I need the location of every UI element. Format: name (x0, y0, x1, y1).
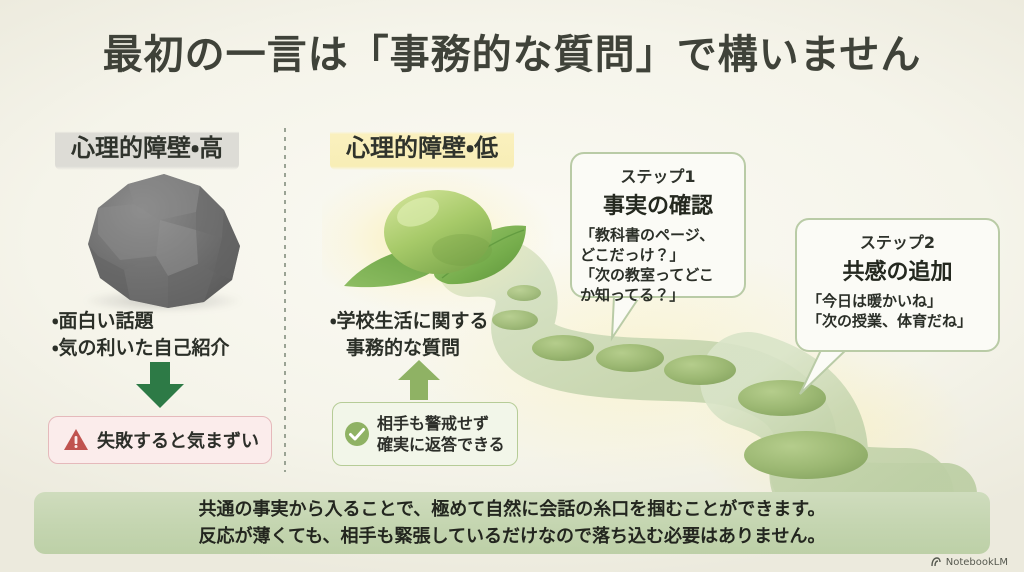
right-bullet-1: ・学校生活に関する (330, 310, 489, 332)
page-title: 最初の一言は「事務的な質問」で構いません (102, 32, 922, 78)
left-bullet-2: ・気の利いた自己紹介 (52, 336, 230, 359)
right-result-label: 相手も警戒せず 確実に返答できる (377, 413, 505, 455)
callout-step-1: ステップ1 事実の確認 「教科書のページ、 どこだっけ？」 「次の教室ってどこ … (570, 152, 746, 304)
down-arrow-icon (136, 362, 184, 408)
right-result-line2: 確実に返答できる (377, 435, 505, 454)
summary-line-2: 反応が薄くても、相手も緊張しているだけなので落ち込む必要はありません。 (198, 526, 826, 547)
left-bullet-1: ・面白い話題 (52, 310, 154, 332)
callout-step-2: ステップ2 共感の追加 「今日は暖かいね」 「次の授業、体育だね」 (795, 218, 1000, 352)
check-circle-icon (345, 422, 369, 446)
notebooklm-watermark: NotebookLM (930, 556, 1008, 568)
up-arrow-icon (398, 360, 440, 400)
callout-1-step: ステップ1 (620, 167, 696, 186)
callout-1-quotes: 「教科書のページ、 どこだっけ？」 「次の教室ってどこ か知ってる？」 (572, 225, 744, 305)
callout-1-quote-line-1: 「教科書のページ、 (580, 226, 715, 244)
left-result-box: 失敗すると気まずい (48, 416, 272, 464)
summary-line-1: 共通の事実から入ることで、極めて自然に会話の糸口を掴むことができます。 (198, 499, 826, 520)
callout-2-quote-line-1: 「今日は暖かいね」 (807, 292, 943, 310)
right-bullets: ・学校生活に関する 事務的な質問 (330, 308, 488, 362)
callout-2-quote-line-2: 「次の授業、体育だね」 (807, 312, 973, 331)
callout-2-heading: 共感の追加 (842, 260, 953, 285)
left-column-header: 心理的障壁・高 (55, 123, 240, 170)
callout-1-quote-line-2: どこだっけ？」 (580, 246, 685, 265)
summary-bar: 共通の事実から入ることで、極めて自然に会話の糸口を掴むことができます。 反応が薄… (34, 492, 990, 554)
right-result-line1: 相手も警戒せず (377, 413, 490, 433)
notebooklm-label: NotebookLM (945, 556, 1008, 568)
green-bud-illustration (322, 172, 554, 314)
left-bullets: ・面白い話題 ・気の利いた自己紹介 (52, 308, 229, 362)
callout-1-heading: 事実の確認 (602, 194, 713, 219)
gray-rock-illustration (72, 168, 252, 318)
callout-1-quote-line-4: か知ってる？」 (580, 286, 685, 305)
warning-triangle-icon (64, 429, 88, 450)
callout-1-quote-line-3: 「次の教室ってどこ (580, 266, 714, 285)
left-result-label: 失敗すると気まずい (97, 431, 259, 452)
callout-2-step: ステップ2 (859, 233, 936, 252)
right-bullet-1-cont: 事務的な質問 (346, 336, 461, 359)
notebooklm-logo-icon (931, 557, 941, 567)
callout-2-quotes: 「今日は暖かいね」 「次の授業、体育だね」 (797, 291, 998, 331)
right-result-box: 相手も警戒せず 確実に返答できる (332, 402, 518, 466)
column-divider (284, 128, 286, 472)
right-column-header: 心理的障壁・低 (330, 123, 515, 170)
callout-2-tail (799, 344, 851, 395)
